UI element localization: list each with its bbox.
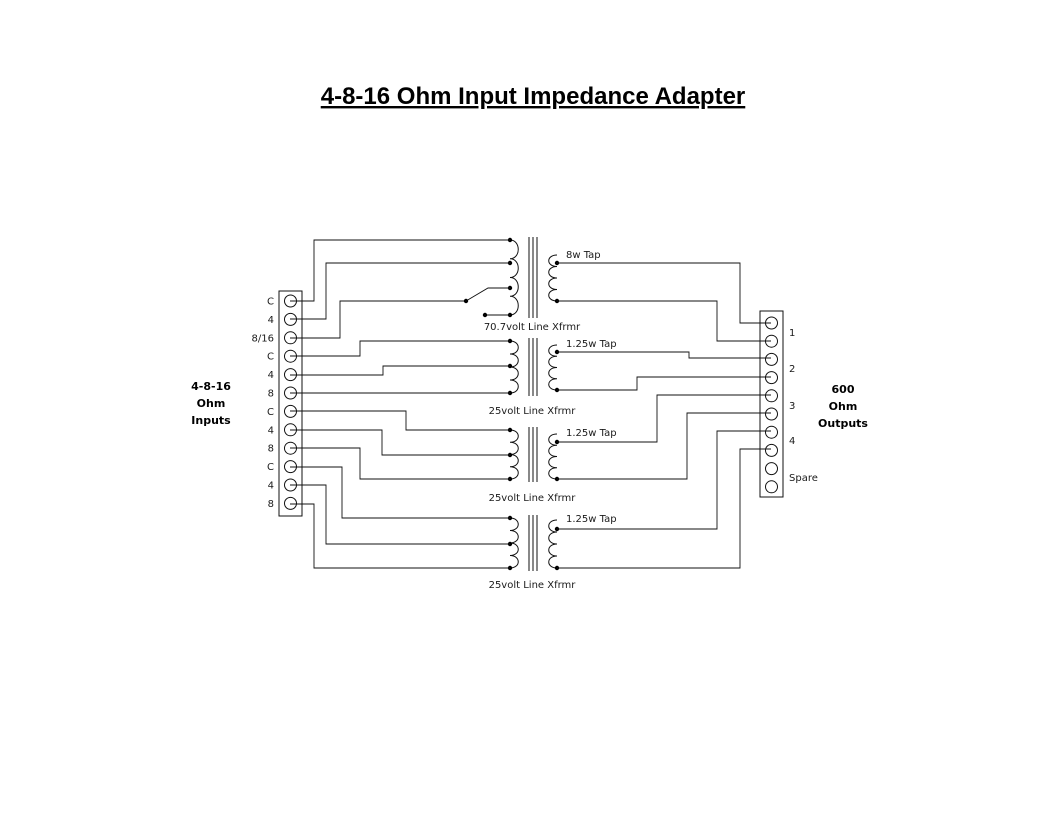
output-channel-label: Spare xyxy=(789,473,818,484)
output-heading-line2: Ohm xyxy=(829,400,858,413)
transformer-label: 70.7volt Line Xfrmr xyxy=(484,322,581,333)
output-channel-label: 2 xyxy=(789,364,795,375)
input-terminal-label: 4 xyxy=(268,315,274,326)
wire xyxy=(557,300,771,342)
output-terminal xyxy=(765,443,778,457)
input-terminal-label: C xyxy=(267,407,274,418)
output-channel-label: 4 xyxy=(789,436,795,447)
secondary-winding xyxy=(548,519,558,569)
input-terminal-block xyxy=(278,290,303,517)
output-terminal xyxy=(765,480,778,494)
wire xyxy=(557,376,771,391)
output-terminal xyxy=(765,425,778,439)
wire xyxy=(290,447,510,480)
input-heading-line2: Ohm xyxy=(197,397,226,410)
switch-pivot xyxy=(463,298,469,304)
output-channel-label: 3 xyxy=(789,401,795,412)
output-terminal xyxy=(765,389,778,403)
output-terminal xyxy=(765,462,778,476)
tap-label: 1.25w Tap xyxy=(566,514,617,525)
transformer xyxy=(507,427,560,482)
secondary-winding xyxy=(548,254,558,302)
output-heading-line3: Outputs xyxy=(818,417,868,430)
input-terminal-label: 8/16 xyxy=(252,333,274,344)
wire xyxy=(290,503,510,569)
wire xyxy=(290,262,510,320)
input-terminal-label: 8 xyxy=(268,389,274,400)
output-channel-label: 1 xyxy=(789,328,795,339)
transformer-label: 25volt Line Xfrmr xyxy=(489,580,577,591)
input-terminal-label: C xyxy=(267,462,274,473)
tap-label: 1.25w Tap xyxy=(566,339,617,350)
wire xyxy=(290,300,466,339)
wire xyxy=(290,239,510,302)
input-heading-line1: 4-8-16 xyxy=(191,380,231,393)
wire xyxy=(557,448,771,569)
wire xyxy=(290,340,510,357)
wire xyxy=(557,430,771,530)
input-terminal-label: 8 xyxy=(268,444,274,455)
switch-contact xyxy=(482,312,488,318)
transformer xyxy=(507,515,560,571)
output-terminal xyxy=(765,371,778,385)
wire xyxy=(557,394,771,443)
tap-selector-switch xyxy=(465,287,510,302)
wire xyxy=(290,466,510,519)
tap-label: 8w Tap xyxy=(566,250,601,261)
input-terminal-label: 4 xyxy=(268,370,274,381)
primary-winding xyxy=(509,239,519,316)
secondary-winding xyxy=(548,433,558,480)
transformer xyxy=(507,237,560,318)
transformer-label: 25volt Line Xfrmr xyxy=(489,493,577,504)
wire xyxy=(290,484,510,545)
wire xyxy=(290,429,510,456)
input-terminal-label: C xyxy=(267,297,274,308)
output-heading-line1: 600 xyxy=(832,383,855,396)
tap-label: 1.25w Tap xyxy=(566,428,617,439)
wire xyxy=(557,412,771,480)
transformer xyxy=(507,338,560,396)
input-terminal-label: C xyxy=(267,352,274,363)
output-terminal xyxy=(765,352,778,366)
input-heading-line3: Inputs xyxy=(191,414,231,427)
input-terminal-label: 4 xyxy=(268,481,274,492)
page-title: 4-8-16 Ohm Input Impedance Adapter xyxy=(321,83,746,110)
wire xyxy=(290,410,510,431)
output-terminal xyxy=(765,407,778,421)
input-terminal-label: 8 xyxy=(268,499,274,510)
input-terminal-label: 4 xyxy=(268,425,274,436)
wire xyxy=(557,262,771,324)
secondary-winding xyxy=(548,344,558,391)
input-terminal xyxy=(284,496,297,510)
transformer-label: 25volt Line Xfrmr xyxy=(489,406,577,417)
wire xyxy=(557,351,771,359)
wire xyxy=(290,365,510,376)
